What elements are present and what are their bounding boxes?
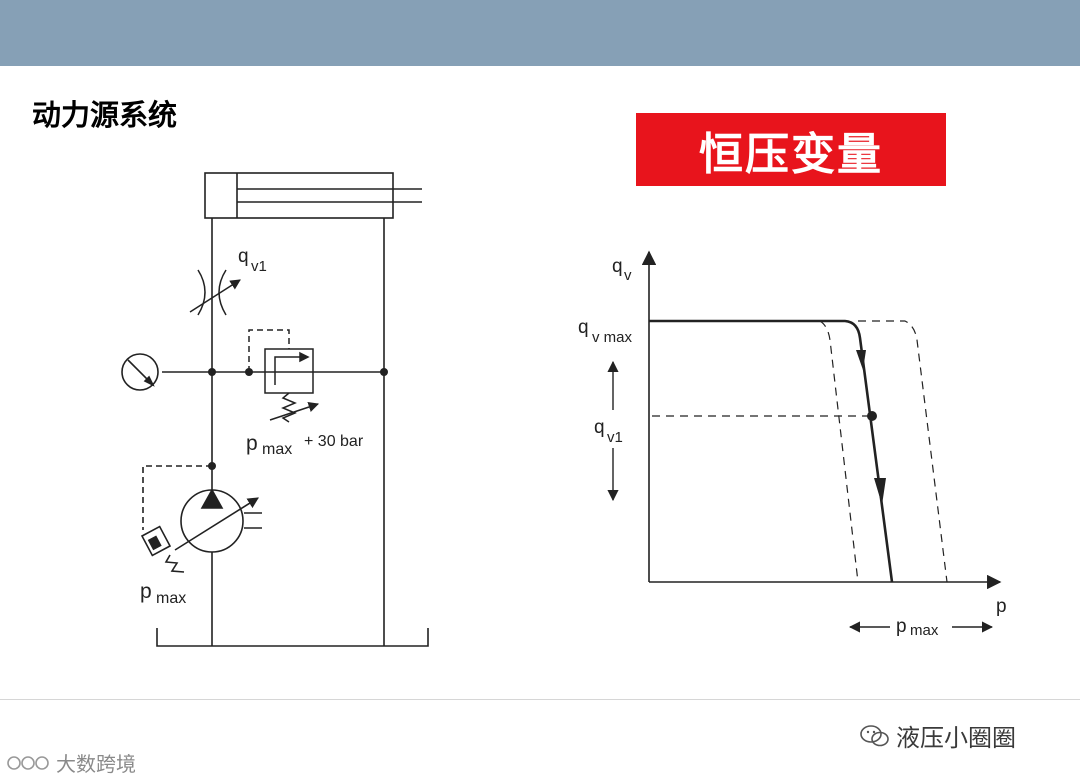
slide-title: 动力源系统 xyxy=(32,98,178,132)
y-axis-label: q xyxy=(612,256,623,277)
label-pmax-30-sub: max xyxy=(262,441,292,458)
pmax-range-label-sub: max xyxy=(910,622,939,639)
watermark-left: 大数跨境 xyxy=(6,748,136,777)
main-curve xyxy=(649,319,894,583)
curve-arrow-lower xyxy=(874,478,886,505)
wechat-icon xyxy=(860,724,889,746)
logo-icon xyxy=(7,755,49,770)
badge-constant-pressure: 恒压变量 xyxy=(636,113,946,186)
dashed-curves xyxy=(652,320,948,583)
curve-arrow-upper xyxy=(856,350,866,370)
label-qv1-circuit-sub: v1 xyxy=(251,258,267,275)
label-pmax-pump-main: p xyxy=(140,580,152,603)
watermark-right: 液压小圈圈 xyxy=(860,718,1016,753)
label-qv1-circuit: q xyxy=(238,246,249,267)
label-pmax-pump-sub: max xyxy=(156,590,186,607)
pressure-gauge-icon xyxy=(121,353,159,391)
y-axis-label-sub: v xyxy=(624,267,632,284)
graph-axes xyxy=(641,250,1002,590)
badge-label: 恒压变量 xyxy=(699,128,883,180)
label-pmax-30-main: p xyxy=(246,432,258,455)
cylinder xyxy=(204,172,422,219)
watermark-left-text: 大数跨境 xyxy=(56,752,136,776)
label-pmax-30-suffix: + 30 bar xyxy=(304,433,364,450)
footer-divider xyxy=(0,699,1080,700)
qvmax-label-sub: v max xyxy=(592,329,633,346)
watermark-right-text: 液压小圈圈 xyxy=(896,724,1016,752)
variable-pump-icon xyxy=(140,465,262,573)
qvmax-label: q xyxy=(578,317,589,338)
pmax-range-label: p xyxy=(896,616,907,637)
qv1-label-sub: v1 xyxy=(607,429,623,446)
qv1-label: q xyxy=(594,417,605,438)
operating-point xyxy=(867,411,877,421)
relief-valve-icon xyxy=(248,329,319,423)
pipe-lines xyxy=(156,218,429,647)
x-axis-label: p xyxy=(996,596,1007,617)
header-band xyxy=(0,0,1080,66)
throttle-valve-icon xyxy=(189,269,241,316)
